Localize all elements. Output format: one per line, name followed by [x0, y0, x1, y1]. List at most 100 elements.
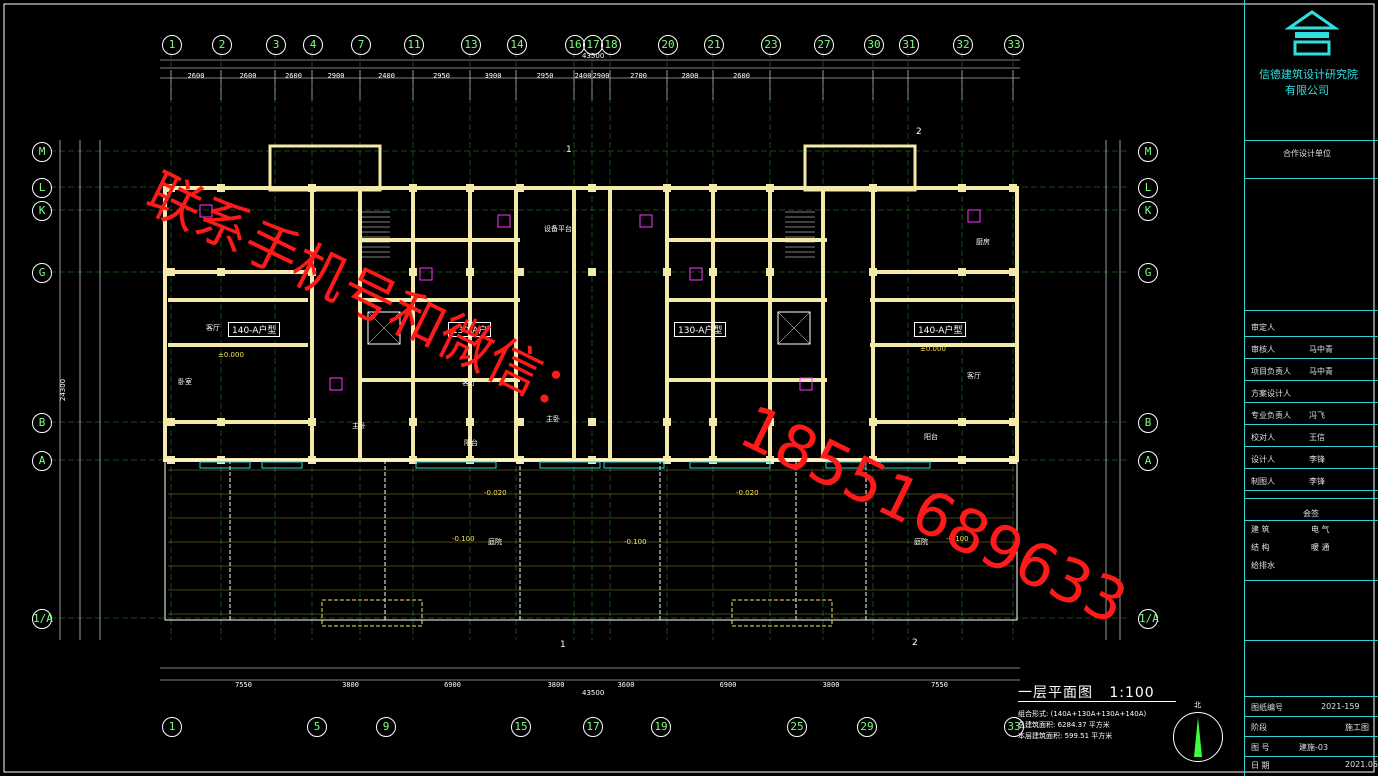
sheet-label: 图 号	[1251, 743, 1270, 752]
unit-label-140a-right: 140-A户型	[914, 322, 967, 337]
wall	[167, 418, 175, 426]
window	[603, 461, 665, 469]
window	[415, 461, 497, 469]
overall-dimension-bottom: 43500	[582, 689, 605, 697]
stat-line: 本层建筑面积: 599.51 平方米	[1018, 732, 1113, 740]
company-name-2: 有限公司	[1285, 84, 1329, 97]
fixture	[199, 204, 213, 218]
wall	[588, 418, 596, 426]
wall	[711, 190, 715, 460]
axis-bubble-top: 33	[1004, 35, 1024, 55]
countersign-label: 会签	[1303, 509, 1319, 518]
wall	[588, 268, 596, 276]
wall	[572, 190, 576, 460]
signature-role-label: 专业负责人	[1251, 411, 1291, 420]
drawing-border	[3, 3, 1375, 773]
axis-bubble-top: 2	[212, 35, 232, 55]
wall	[667, 298, 827, 302]
axis-bubble-top: 7	[351, 35, 371, 55]
elevator-shaft	[777, 311, 811, 345]
fixture	[799, 377, 813, 391]
signature-name: 冯飞	[1309, 411, 1325, 420]
room-label-master: 主卧	[352, 422, 366, 430]
stage-label: 阶段	[1251, 723, 1267, 732]
dimension-value: 3800	[548, 681, 565, 689]
room-label-living: 客厅	[967, 372, 981, 380]
axis-bubble-top: 18	[601, 35, 621, 55]
axis-bubble-right: K	[1138, 201, 1158, 221]
signature-role-label: 设计人	[1251, 455, 1275, 464]
wall	[667, 378, 827, 382]
wall	[217, 268, 225, 276]
elevation-mark: -0.020	[736, 489, 759, 497]
wall	[217, 184, 225, 192]
floor-plan	[163, 144, 1019, 627]
window	[261, 461, 303, 469]
wall	[766, 184, 774, 192]
wall	[870, 420, 1015, 424]
unit-label-140a: 140-A户型	[228, 322, 281, 337]
wall	[709, 184, 717, 192]
countersign-discipline: 结 构	[1251, 543, 1270, 552]
elevator-shaft	[367, 311, 401, 345]
fixture	[639, 214, 653, 228]
elevation-mark: -0.100	[946, 535, 969, 543]
wall	[516, 184, 524, 192]
stage: 施工图	[1345, 723, 1369, 732]
title-underline	[1018, 701, 1176, 702]
axis-bubble-right: B	[1138, 413, 1158, 433]
axis-bubble-bottom: 17	[583, 717, 603, 737]
room-label-courtyard: 庭院	[488, 538, 502, 546]
dimension-value: 2600	[240, 72, 257, 80]
wall	[308, 268, 316, 276]
axis-bubble-left: G	[32, 263, 52, 283]
section-mark: 2	[912, 638, 918, 648]
sheet-no: 建施-03	[1299, 743, 1329, 752]
section-mark: 1	[566, 145, 572, 155]
wall	[821, 190, 825, 460]
wall	[217, 418, 225, 426]
axis-bubble-bottom: 19	[651, 717, 671, 737]
wall	[665, 190, 669, 460]
dimension-value: 7550	[235, 681, 252, 689]
room-label-equipment: 设备平台	[544, 225, 572, 233]
elevation-mark: -0.100	[624, 538, 647, 546]
dimension-value: 6900	[444, 681, 461, 689]
axis-bubble-left: K	[32, 201, 52, 221]
elevation-mark: ±0.000	[920, 345, 946, 353]
wall	[468, 190, 472, 460]
wall	[869, 184, 877, 192]
window	[689, 461, 771, 469]
wall	[409, 184, 417, 192]
dimension-value: 2600	[285, 72, 302, 80]
signature-name: 马中青	[1309, 367, 1333, 376]
dimension-value: 3800	[823, 681, 840, 689]
window	[879, 461, 931, 469]
signature-role-label: 审核人	[1251, 345, 1275, 354]
room-label-courtyard: 庭院	[914, 538, 928, 546]
wall	[466, 184, 474, 192]
unit-label-130a-left: 130-A户	[448, 322, 492, 337]
wall	[869, 418, 877, 426]
company-name: 信德建筑设计研究院	[1259, 68, 1358, 81]
fixture	[497, 214, 511, 228]
dimension-value: 7550	[931, 681, 948, 689]
stat-line: 总建筑面积: 6284.37 平方米	[1018, 721, 1110, 729]
wall	[360, 298, 520, 302]
overall-dimension-side: 24300	[59, 378, 68, 402]
axis-bubble-left: A	[32, 451, 52, 471]
wall	[409, 418, 417, 426]
axis-bubble-bottom: 9	[376, 717, 396, 737]
wall	[768, 190, 772, 460]
wall	[411, 190, 415, 460]
signature-name: 李锋	[1309, 455, 1325, 464]
wall	[167, 268, 175, 276]
wall	[168, 343, 308, 347]
axis-bubble-bottom: 25	[787, 717, 807, 737]
axis-bubble-top: 21	[704, 35, 724, 55]
room-label-master: 主卧	[546, 415, 560, 423]
signature-name: 马中青	[1309, 345, 1333, 354]
cooperation-label: 合作设计单位	[1283, 149, 1331, 158]
axis-bubble-right: M	[1138, 142, 1158, 162]
